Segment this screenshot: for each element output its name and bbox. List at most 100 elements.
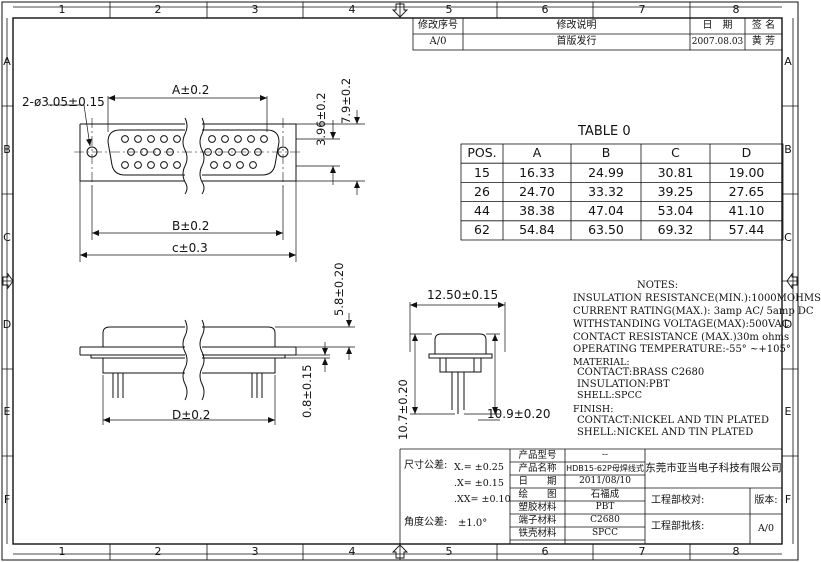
note-withstanding-voltage: WITHSTANDING VOLTAGE(MAX):500VAC [573, 319, 790, 330]
pin-contact [247, 135, 255, 143]
row-label-left-B: B [3, 143, 11, 156]
col-label-bottom-8: 8 [732, 545, 740, 558]
pin-contact [121, 135, 129, 143]
table-header-4: D [741, 145, 752, 161]
front-view-dimensions [102, 313, 355, 425]
dim-a: A±0.2 [172, 83, 210, 97]
row-label-left-D: D [2, 318, 12, 331]
table-header-3: C [671, 145, 680, 161]
dim-d: D±0.2 [172, 408, 211, 422]
table-header-0: POS. [467, 145, 497, 161]
front-view-connector [79, 319, 297, 401]
pin-contact [208, 135, 216, 143]
col-label-bottom-5: 5 [445, 545, 453, 558]
pin-contact [223, 161, 231, 169]
table-cell: 57.44 [728, 222, 765, 238]
table-cell: 27.65 [728, 183, 765, 199]
material-contact: CONTACT:BRASS C2680 [577, 367, 705, 378]
finish-contact: CONTACT:NICKEL AND TIN PLATED [577, 415, 769, 426]
pin-contact [121, 161, 129, 169]
dim-b: B±0.2 [172, 219, 210, 233]
angle-label: 角度公差: [404, 517, 448, 528]
row-label-right-A: A [784, 55, 792, 68]
dim-79: 7.9±0.2 [339, 77, 353, 124]
pin-contact [134, 161, 142, 169]
name-label: 产品名称 [518, 462, 557, 474]
table-header-1: A [532, 145, 542, 161]
table-cell: 19.00 [728, 164, 765, 180]
revision-header-desc: 修改说明 [556, 20, 597, 31]
plastic-value: PBT [595, 502, 615, 512]
pin-contact [134, 135, 142, 143]
col-label-top-1: 1 [58, 3, 66, 16]
dim-08: 0.8±0.15 [300, 364, 314, 418]
row-label-right-B: B [784, 143, 792, 156]
dim-107: 10.7±0.20 [396, 379, 410, 440]
finish-shell: SHELL:NICKEL AND TIN PLATED [577, 427, 754, 438]
side-view-dimensions [409, 302, 506, 421]
drawn-value: 石福成 [590, 488, 620, 500]
name-value: HDB15-62P母焊线式 [566, 463, 644, 473]
column-ticks [2, 2, 798, 560]
table-cell: 63.50 [588, 222, 624, 238]
pin-contact [173, 135, 181, 143]
dim-109: 10.9±0.20 [487, 407, 551, 421]
revision-header-no: 修改序号 [418, 20, 458, 31]
table-cell: 33.32 [588, 183, 624, 199]
model-label: 产品型号 [518, 449, 557, 461]
material-shell: SHELL:SPCC [577, 390, 642, 401]
side-view-connector [428, 333, 493, 414]
dim-c: c±0.3 [172, 241, 208, 255]
pin-contact [260, 135, 268, 143]
top-view-connector [79, 117, 297, 195]
table-cell: 24.70 [519, 183, 555, 199]
col-label-bottom-2: 2 [154, 545, 162, 558]
revision-grid [412, 17, 783, 51]
pin-contact [160, 135, 168, 143]
note-current-rating: CURRENT RATING(MAX.): 3amp AC/ 5amp DC [573, 306, 814, 317]
col-label-top-5: 5 [445, 3, 453, 16]
note-operating-temperature: OPERATING TEMPERATURE:-55° ~+105° [573, 344, 791, 355]
table-cell: 30.81 [657, 164, 694, 180]
row-label-left-F: F [3, 493, 11, 506]
table-cell: 54.84 [519, 222, 555, 238]
revision-header-date: 日 期 [702, 20, 733, 31]
dim-125: 12.50±0.15 [427, 288, 499, 302]
table-cell: 41.10 [728, 202, 765, 218]
note-contact-resistance: CONTACT RESISTANCE (MAX.)30m ohms [573, 332, 790, 343]
row-label-right-F: F [784, 493, 792, 506]
notes-title: NOTES: [637, 280, 679, 291]
shell-label: 铁壳材料 [518, 527, 557, 539]
angle-value: ±1.0° [458, 518, 488, 529]
revision-date: 2007.08.03 [691, 36, 744, 47]
table-cell: 26 [474, 183, 490, 199]
row-label-left-C: C [3, 231, 11, 244]
table-header-2: B [601, 145, 611, 161]
table-title: TABLE 0 [578, 124, 631, 139]
row-label-left-E: E [3, 405, 11, 418]
tolerance-xx: .X= ±0.15 [454, 478, 504, 489]
table-cell: 15 [474, 164, 490, 180]
col-label-top-7: 7 [638, 3, 646, 16]
row-label-right-E: E [784, 405, 792, 418]
col-label-top-8: 8 [732, 3, 740, 16]
dim-holes: 2-ø3.05±0.15 [22, 95, 105, 109]
pin-contact [221, 135, 229, 143]
pin-contact [173, 161, 181, 169]
col-label-bottom-7: 7 [638, 545, 646, 558]
material-insulation: INSULATION:PBT [577, 379, 670, 390]
revision-desc: 首版发行 [556, 36, 597, 47]
tolerance-x: X.= ±0.25 [454, 462, 504, 473]
finish-title: FINISH: [573, 404, 614, 415]
col-label-top-4: 4 [348, 3, 356, 16]
tolerance-label: 尺寸公差: [404, 460, 448, 471]
dim-396: 3.96±0.2 [314, 92, 328, 146]
col-label-top-6: 6 [541, 3, 549, 16]
revision-no: A/0 [429, 36, 447, 47]
approve-label: 工程部批核: [651, 521, 705, 532]
tolerance-xxx: .XX= ±0.10 [454, 494, 511, 505]
pin-contact [210, 161, 218, 169]
row-label-left-A: A [3, 55, 11, 68]
pin-contact [147, 161, 155, 169]
